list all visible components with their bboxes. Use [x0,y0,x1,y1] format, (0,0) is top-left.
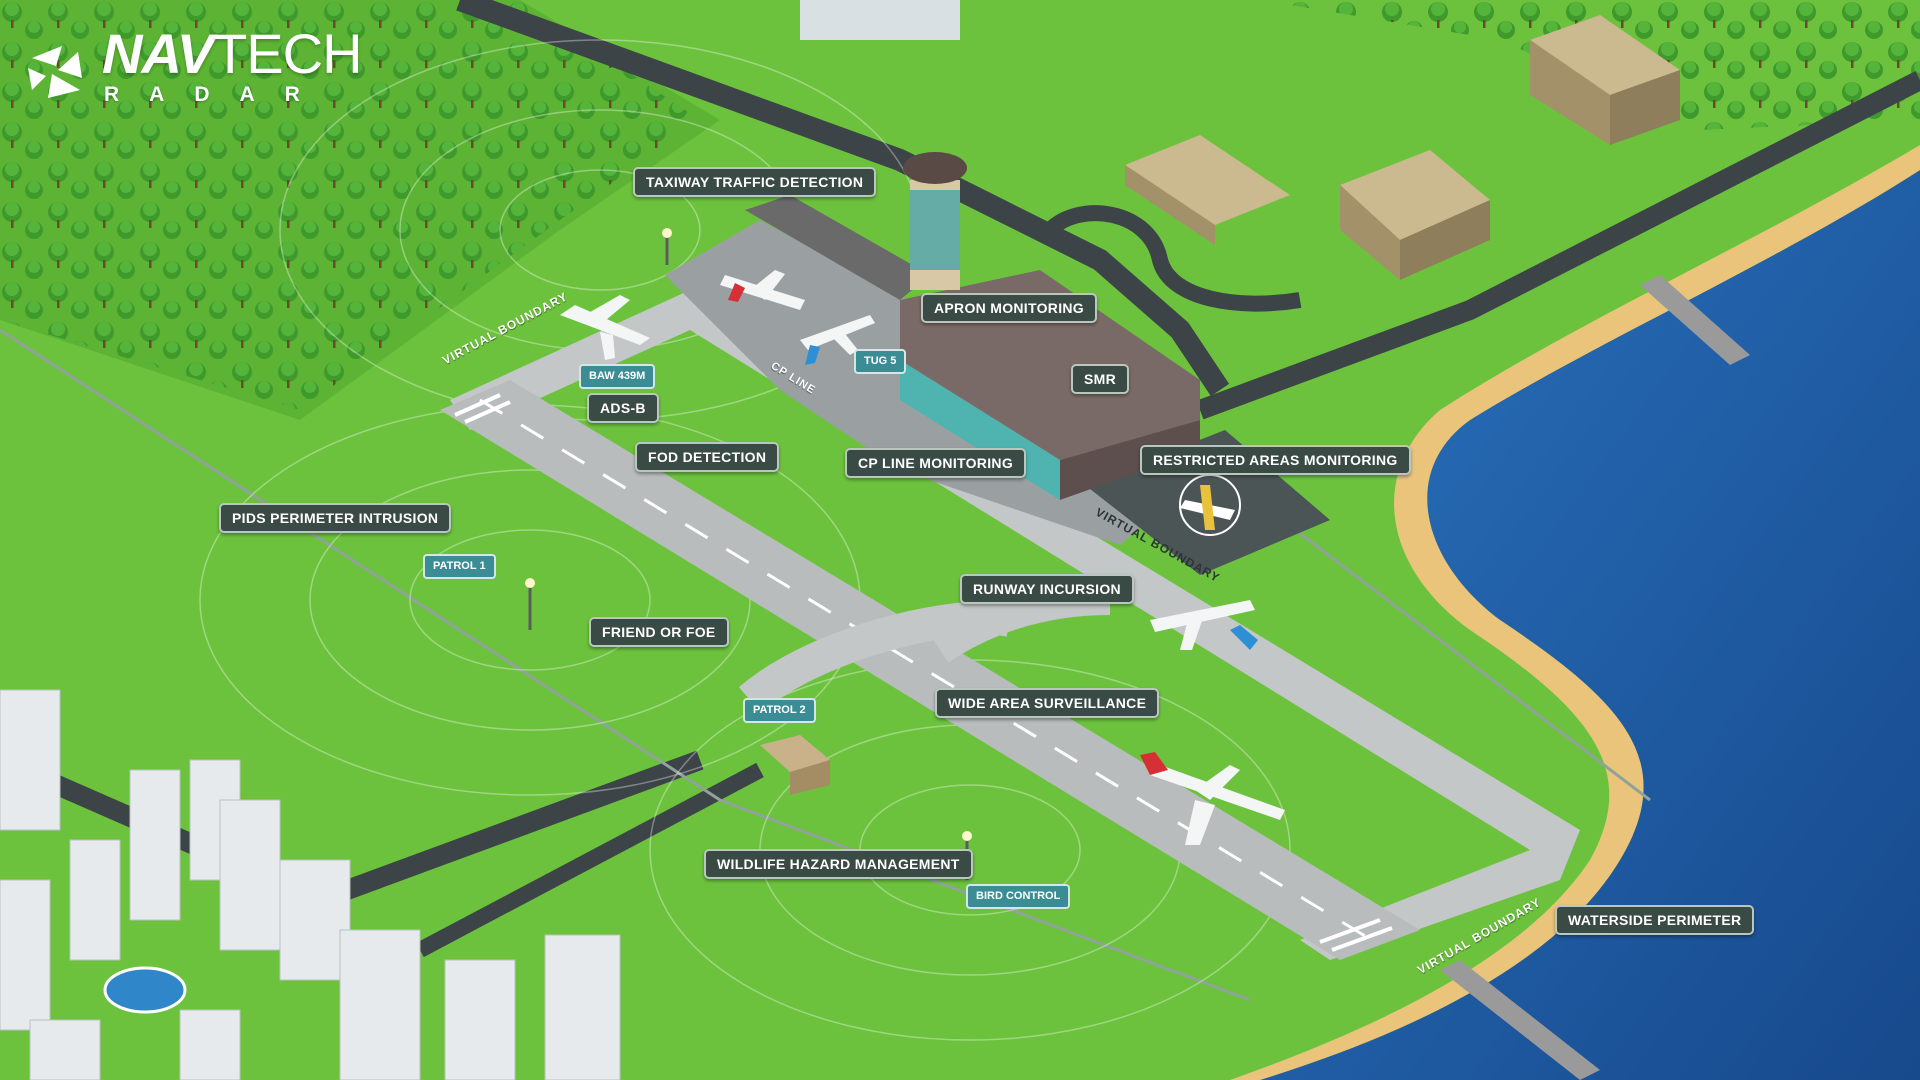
pier [745,195,930,300]
label-restricted-areas-monitoring[interactable]: RESTRICTED AREAS MONITORING [1140,445,1411,475]
logo-subtitle: RADAR [104,83,330,106]
parking-structure-1 [1125,135,1290,245]
perimeter-fence-east [1229,478,1651,802]
runway-centerline [479,398,1381,947]
label-smr[interactable]: SMR [1071,364,1130,394]
logo-wordmark: NAVTECH [102,22,363,85]
label-runway-incursion[interactable]: RUNWAY INCURSION [960,574,1134,604]
aircraft-runway-incursion [1150,600,1258,650]
forest-trees [0,0,700,410]
tag-patrol-1[interactable]: PATROL 1 [423,554,496,579]
beach [1230,145,1920,1080]
guard-house [760,735,830,795]
label-wide-area-surveillance[interactable]: WIDE AREA SURVEILLANCE [935,688,1160,718]
office-building [800,0,960,40]
label-ads-b[interactable]: ADS-B [587,393,659,423]
helicopter [1180,485,1235,530]
city-buildings [0,689,621,1080]
label-wildlife-hazard-management[interactable]: WILDLIFE HAZARD MANAGEMENT [704,849,973,879]
label-taxiway-traffic-detection[interactable]: TAXIWAY TRAFFIC DETECTION [633,167,877,197]
parking-structure-3 [1530,15,1680,145]
terminal-wall [1060,420,1200,500]
city-fountain [103,966,187,1014]
label-waterside-perimeter[interactable]: WATERSIDE PERIMETER [1555,905,1755,935]
logo-nav: NAV [102,22,214,85]
runway-threshold [454,393,1393,952]
aircraft-baw [560,295,650,360]
aircraft-apron-1 [720,270,805,310]
road-top [456,0,1230,397]
road-coast [1196,71,1920,420]
control-tower-cab [903,152,967,184]
road-city-2 [416,762,764,958]
label-fod-detection[interactable]: FOD DETECTION [635,442,780,472]
taxiway-loop [450,290,1580,960]
label-friend-or-foe[interactable]: FRIEND OR FOE [589,617,729,647]
tag-bird-control[interactable]: BIRD CONTROL [966,884,1071,909]
tag-tug-5[interactable]: TUG 5 [854,349,907,374]
helipad [1179,474,1241,536]
logo-tech: TECH [213,22,362,85]
label-apron-monitoring[interactable]: APRON MONITORING [921,293,1097,323]
aircraft-apron-2 [800,315,875,365]
parking-structure-2 [1340,150,1490,280]
pier-south [1440,960,1600,1080]
sea [1260,170,1920,1080]
road-parking-loop [1044,205,1302,312]
navtech-radar-logo: NAVTECH RADAR [22,22,382,112]
tag-baw-439m[interactable]: BAW 439M [579,364,656,389]
label-pids-perimeter-intrusion[interactable]: PIDS PERIMETER INTRUSION [219,503,452,533]
label-cp-line-monitoring[interactable]: CP LINE MONITORING [845,448,1027,478]
navtech-logo-icon [28,46,82,98]
aircraft-runway [1140,752,1285,845]
tag-patrol-2[interactable]: PATROL 2 [743,698,816,723]
pier-north [1640,275,1750,365]
lamp-lights [525,228,972,841]
perimeter-fence [0,328,1251,1002]
